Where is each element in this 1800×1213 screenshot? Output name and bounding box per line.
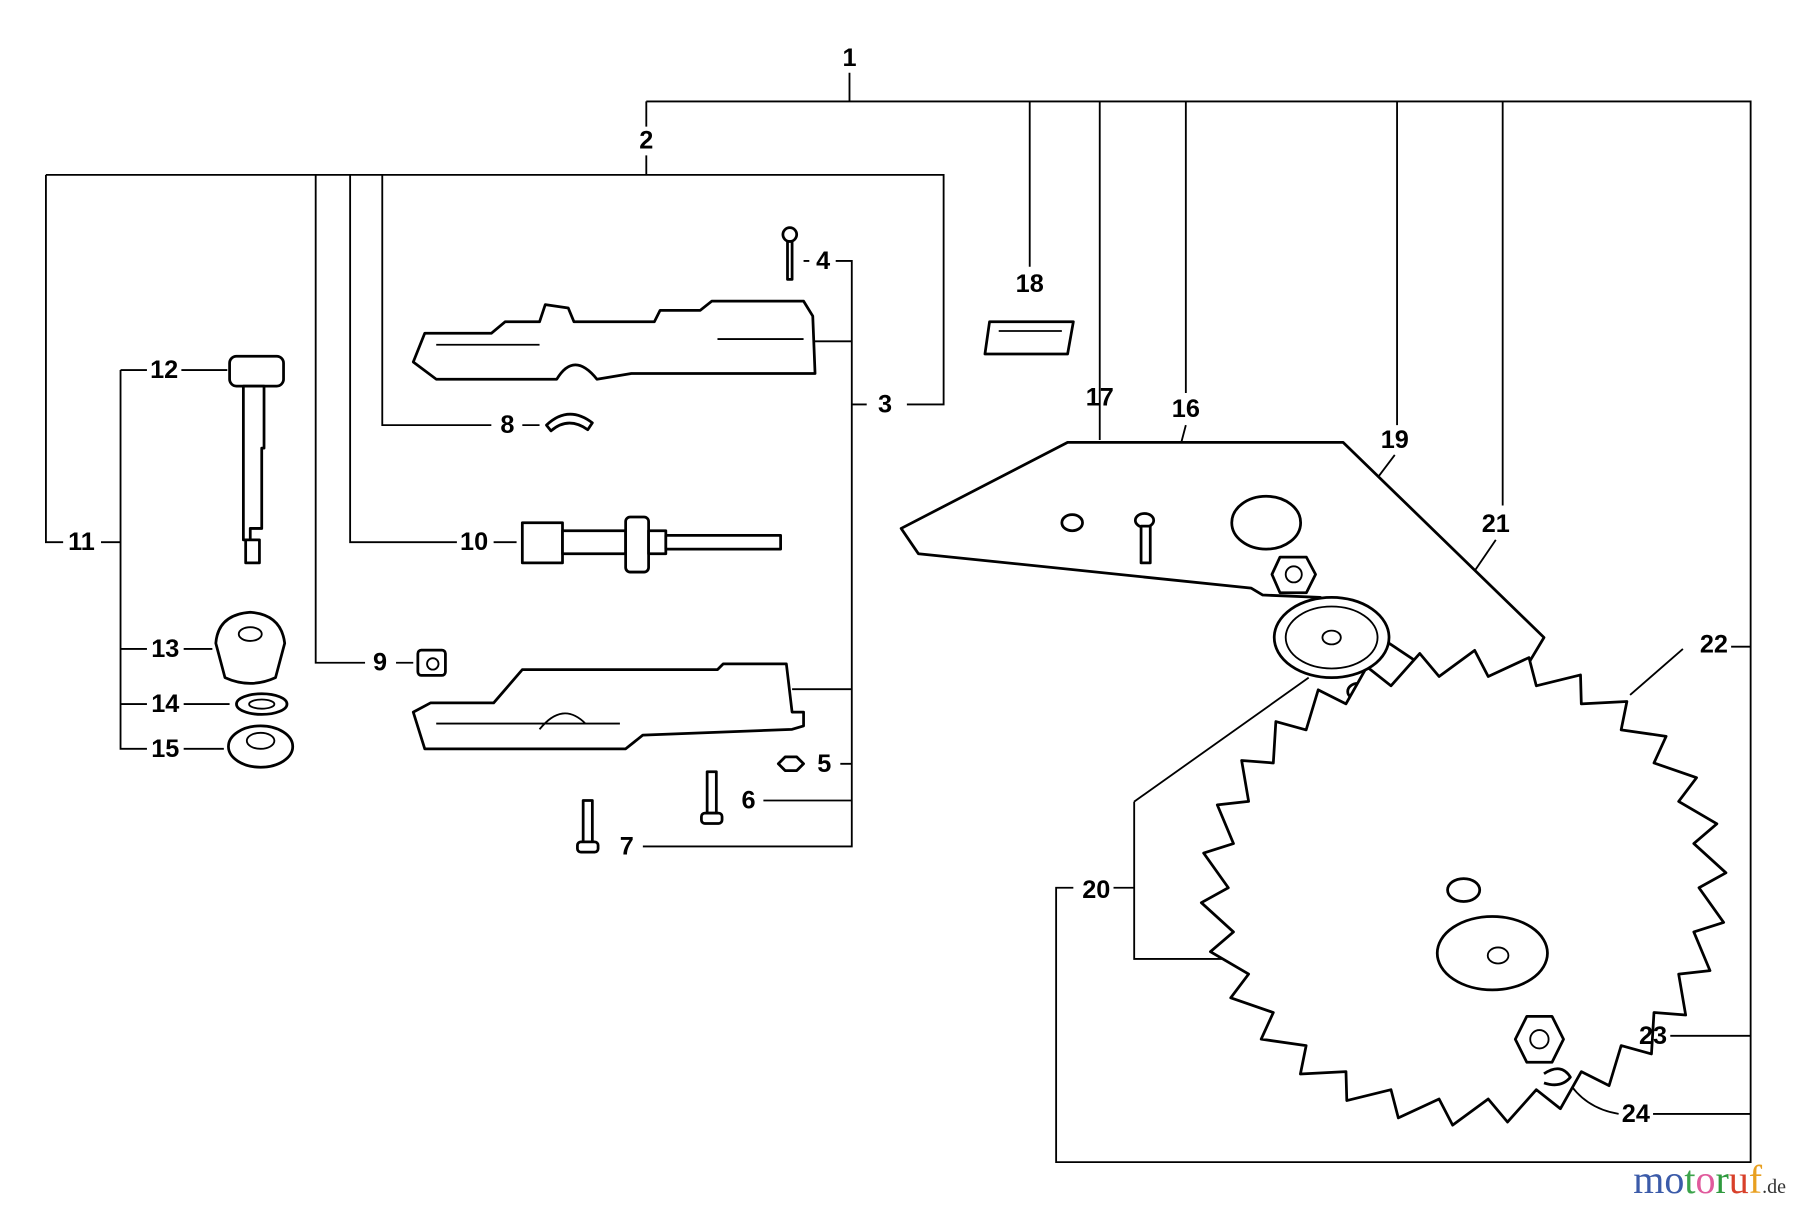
callout-11: 11 — [68, 528, 95, 556]
callout-22: 22 — [1700, 630, 1728, 658]
callout-1: 1 — [842, 44, 856, 72]
callout-15: 15 — [151, 735, 179, 763]
callout-20: 20 — [1082, 876, 1110, 904]
nut-9-icon[interactable] — [416, 648, 447, 677]
bolt-16-icon[interactable] — [1133, 512, 1156, 565]
callout-14: 14 — [151, 690, 179, 718]
callout-12: 12 — [150, 356, 178, 384]
bearing-15-icon[interactable] — [227, 724, 295, 769]
logo-suffix: .de — [1762, 1176, 1786, 1198]
callout-labels: 1 2 3 4 5 6 7 8 9 10 11 12 13 14 15 16 1… — [68, 44, 1728, 1128]
washer-14-icon[interactable] — [235, 692, 289, 716]
callout-4: 4 — [816, 247, 830, 275]
logo-letter: m — [1633, 1157, 1665, 1202]
screw-4-icon[interactable] — [781, 226, 799, 281]
logo-letter: r — [1715, 1157, 1729, 1202]
shaft-12-icon[interactable] — [228, 354, 285, 565]
screw-6-icon[interactable] — [700, 770, 724, 825]
callout-16: 16 — [1172, 395, 1200, 423]
lower-housing[interactable] — [411, 662, 805, 751]
nut-5-icon[interactable] — [776, 755, 805, 773]
nut-19-icon[interactable] — [1270, 555, 1317, 595]
pad-18-icon[interactable] — [983, 320, 1075, 356]
clip-8-icon[interactable] — [545, 412, 594, 433]
clip-24-icon[interactable] — [1543, 1067, 1572, 1087]
nut-23-icon[interactable] — [1513, 1014, 1565, 1064]
saw-blade[interactable] — [1199, 648, 1728, 1127]
callout-17: 17 — [1086, 384, 1114, 412]
pinion-10-icon[interactable] — [520, 515, 782, 574]
logo-letter: u — [1728, 1157, 1749, 1202]
guard-plate[interactable] — [899, 440, 1546, 701]
logo-letter: o — [1664, 1157, 1685, 1202]
callout-19: 19 — [1381, 426, 1409, 454]
callout-3: 3 — [878, 390, 892, 418]
logo-letter: o — [1695, 1157, 1716, 1202]
gear-13-icon[interactable] — [214, 610, 287, 685]
flange-20-icon[interactable] — [1272, 595, 1391, 680]
callout-5: 5 — [817, 750, 831, 778]
callout-10: 10 — [460, 528, 488, 556]
motoruf-logo[interactable]: motoruf.de — [1633, 1156, 1786, 1203]
upper-housing[interactable] — [411, 299, 817, 381]
logo-text: motoruf — [1633, 1157, 1762, 1202]
callout-2: 2 — [639, 126, 653, 154]
callout-9: 9 — [373, 649, 387, 677]
logo-letter: f — [1748, 1157, 1763, 1202]
callout-24: 24 — [1622, 1100, 1650, 1128]
leader-lines — [45, 72, 1752, 1164]
callout-18: 18 — [1016, 270, 1044, 298]
screw-7-icon[interactable] — [576, 799, 600, 854]
callout-23: 23 — [1639, 1022, 1667, 1050]
callout-21: 21 — [1482, 510, 1510, 538]
callout-7: 7 — [620, 832, 634, 860]
logo-letter: t — [1684, 1157, 1696, 1202]
callout-6: 6 — [741, 787, 755, 815]
callout-13: 13 — [151, 635, 179, 663]
callout-8: 8 — [500, 411, 514, 439]
